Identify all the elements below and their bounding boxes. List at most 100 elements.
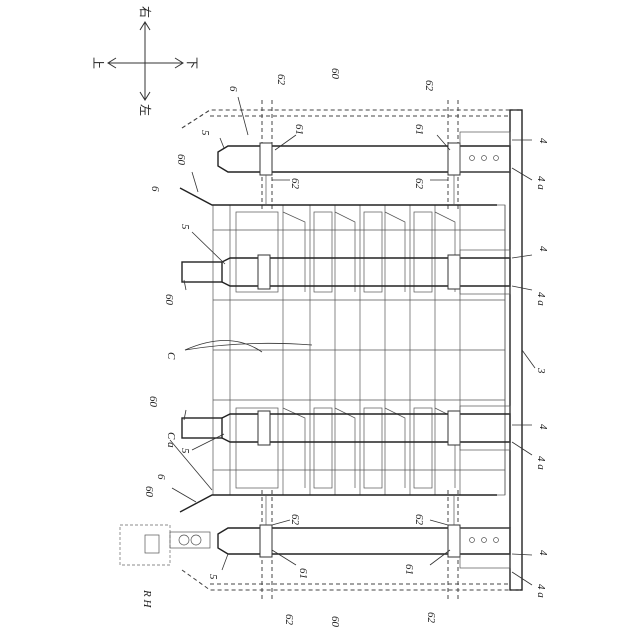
outline-top [182, 110, 520, 128]
leader-5-top [220, 138, 224, 148]
bracket-4-bottom [460, 528, 510, 568]
direction-left-label: 左 [138, 104, 153, 116]
base-rail [505, 110, 522, 590]
label-62-tr: 62 [423, 80, 435, 92]
leader-62-br [430, 520, 448, 525]
base-rail-body [510, 110, 522, 590]
clamp-mid1-right [448, 255, 460, 289]
crate-5 [236, 408, 278, 488]
label-60-left1: 60 [175, 154, 187, 166]
leader-61-tl [275, 135, 296, 150]
label-60-top: 60 [329, 68, 341, 80]
leader-62-bl [272, 520, 290, 525]
leader-61-br [430, 550, 450, 565]
direction-right-label: 右 [138, 6, 153, 18]
collar-61-br [448, 525, 460, 557]
collar-61-bl [260, 525, 272, 557]
label-Ca: C a [165, 432, 177, 448]
label-61-br: 61 [403, 564, 415, 575]
bracket-4-top [460, 132, 510, 172]
label-4-1: 4 [537, 138, 549, 144]
label-62-br2: 62 [425, 612, 437, 624]
rod-mid2-cap [182, 418, 222, 438]
crate-1 [236, 212, 278, 292]
label-60-left2: 60 [163, 294, 175, 306]
label-61-tl: 61 [293, 124, 305, 135]
crate-taper-6 [335, 408, 355, 488]
label-61-bl: 61 [297, 568, 309, 579]
label-6-left1: 6 [149, 186, 161, 192]
rod-mid1-cap [182, 262, 222, 282]
label-6-left2: 6 [155, 474, 167, 480]
crate-taper-1 [283, 212, 305, 292]
leader-5-mid2 [192, 434, 224, 450]
label-5-top: 5 [199, 130, 211, 136]
label-4-2: 4 [537, 246, 549, 252]
clamp-mid1-left [258, 255, 270, 289]
bolt-5 [482, 538, 487, 543]
crate-taper-5 [283, 408, 305, 488]
leader-5-bot [222, 554, 228, 570]
label-6-top: 6 [227, 86, 239, 92]
label-4-3: 4 [537, 424, 549, 430]
leader-C-2 [185, 343, 312, 350]
label-62-bl2: 62 [283, 614, 295, 626]
collar-61-tr [448, 143, 460, 175]
collar-61-tl [260, 143, 272, 175]
label-RH: R H [141, 589, 153, 608]
rod-mid-2 [182, 406, 510, 450]
label-5-mid2: 5 [179, 448, 191, 454]
rh-joint [179, 535, 189, 545]
bolt-2 [482, 156, 487, 161]
rh-connector [170, 532, 210, 548]
leader-3 [522, 350, 535, 368]
direction-up-label: 上 [91, 57, 105, 69]
guide-bottom [180, 495, 497, 512]
direction-compass: 右 左 上 下 [91, 6, 199, 116]
label-4a-2: 4 a [535, 292, 547, 306]
crate-4 [414, 212, 432, 292]
bracket-4-mid2 [460, 406, 510, 450]
rh-actuator [120, 525, 210, 565]
label-62-mr: 62 [413, 178, 425, 190]
rh-box-inner [145, 535, 159, 553]
guide-top [180, 188, 497, 205]
label-62-bl: 62 [289, 514, 301, 526]
crate-taper-7 [385, 408, 405, 488]
crate-7 [364, 408, 382, 488]
outline-bottom [182, 570, 520, 590]
label-62-br: 62 [413, 514, 425, 526]
label-3: 3 [535, 367, 547, 374]
label-5-bot: 5 [207, 574, 219, 580]
bolt-4 [470, 538, 475, 543]
label-60-left4: 60 [143, 486, 155, 498]
bolt-3 [494, 156, 499, 161]
crate-8 [414, 408, 432, 488]
bolt-6 [494, 538, 499, 543]
outline-top-corner [182, 110, 210, 128]
leader-4-4 [512, 554, 532, 555]
bracket-4-mid1 [460, 250, 510, 294]
crate-taper-2 [335, 212, 355, 292]
label-4a-4: 4 a [535, 584, 547, 598]
clamp-mid2-left [258, 411, 270, 445]
clamp-mid2-right [448, 411, 460, 445]
label-60-left3: 60 [147, 396, 159, 408]
label-5-mid1: 5 [179, 224, 191, 230]
rh-joint-2 [191, 535, 201, 545]
crate-3 [364, 212, 382, 292]
container-stack [213, 205, 505, 495]
bolt-1 [470, 156, 475, 161]
label-62-ml: 62 [289, 178, 301, 190]
label-60-bot: 60 [329, 616, 341, 628]
label-4-4: 4 [537, 550, 549, 556]
crate-2 [314, 212, 332, 292]
leader-5-mid1 [192, 232, 225, 264]
leader-61-bl [272, 550, 296, 565]
crate-taper-3 [385, 212, 405, 292]
leader-6-left2 [172, 488, 196, 502]
label-4a-3: 4 a [535, 456, 547, 470]
direction-down-label: 下 [185, 57, 199, 69]
leader-60-left1 [192, 172, 198, 192]
